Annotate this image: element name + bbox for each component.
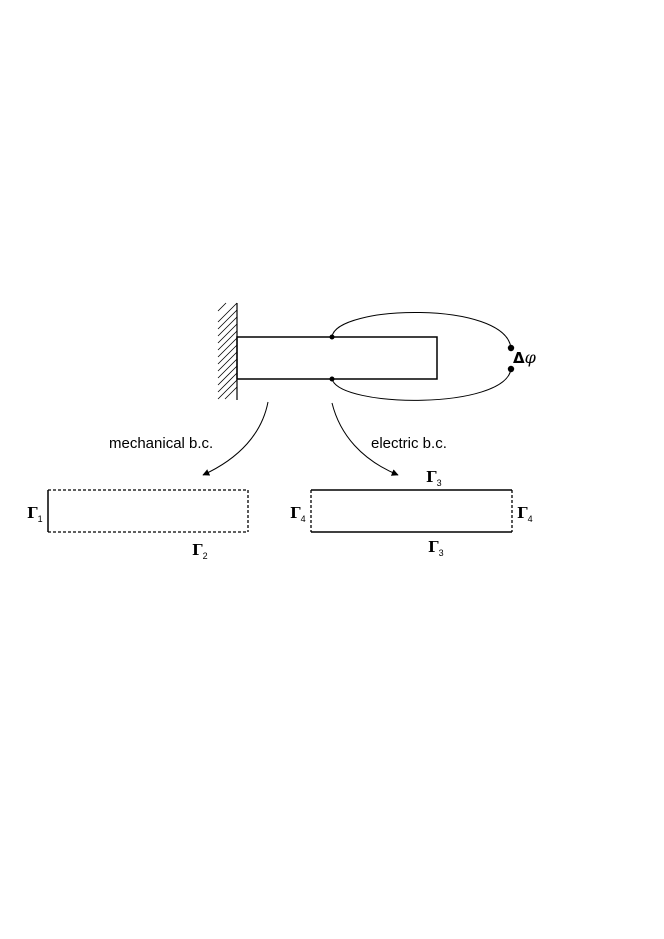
gamma4-right-label: Γ4 [517, 504, 533, 524]
mechanical-bc-label: mechanical b.c. [109, 435, 213, 452]
terminal-dot-top [507, 344, 515, 352]
wall-hatching [217, 302, 238, 400]
top-wire [331, 312, 512, 349]
gamma3-bottom-label: Γ3 [428, 538, 444, 558]
gamma1-label: Γ1 [27, 504, 43, 524]
terminal-dot-bottom [507, 365, 515, 373]
mechanical-bc-rect [47, 489, 249, 533]
electric-arrow [331, 402, 399, 476]
gamma2-label: Γ2 [192, 541, 208, 561]
gamma3-top-label: Γ3 [426, 468, 442, 488]
delta-symbol: Δ [513, 349, 525, 367]
electric-bc-label: electric b.c. [371, 435, 447, 452]
bottom-wire [331, 368, 512, 401]
gamma4-left-label: Γ4 [290, 504, 306, 524]
mechanical-arrow [202, 401, 269, 476]
cantilever-beam [236, 336, 438, 380]
wall-support [217, 302, 238, 400]
potential-label: Δφ [513, 348, 537, 367]
phi-symbol: φ [525, 348, 537, 367]
electric-bc-rect [310, 489, 513, 533]
